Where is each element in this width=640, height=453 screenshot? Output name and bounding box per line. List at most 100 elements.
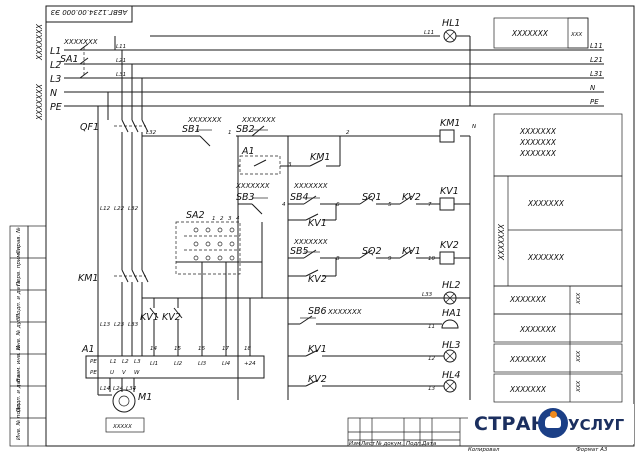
stamp-2: Подп. и дата xyxy=(16,374,22,412)
a1-l3: L3 xyxy=(134,359,141,365)
sa2-selector xyxy=(175,221,263,298)
node-4: 4 xyxy=(282,202,286,208)
side-stamp: Инв. № подл. Подп. и дата Взам. инв. № И… xyxy=(9,225,47,447)
bus-label-l21: L21 xyxy=(590,56,603,64)
legend-2: XXXXXXX xyxy=(527,199,565,208)
stamp-5: Подп. и дата xyxy=(16,280,22,318)
title-block xyxy=(347,417,635,447)
tb-izm: Изм xyxy=(349,441,360,447)
wire-l31: L31 xyxy=(116,72,126,78)
wire-l34: L34 xyxy=(126,386,137,392)
tb-list: Лист xyxy=(360,441,376,447)
a1-li1: LI1 xyxy=(150,361,158,367)
stamp-3: Взам. инв. № xyxy=(16,344,22,382)
node-7: 7 xyxy=(428,202,432,208)
bus-label-l31: L31 xyxy=(590,70,603,78)
kv1-coil-label: KV1 xyxy=(440,186,459,197)
control-rails xyxy=(142,135,471,400)
sa2-pin2: 2 xyxy=(220,216,224,222)
sa1-label: SA1 xyxy=(60,54,79,65)
legend-4s: XXX xyxy=(576,292,582,305)
ha1-label: HA1 xyxy=(442,308,462,319)
sb5-label: SB5 xyxy=(290,246,309,257)
stamp-1: Инв. № подл. xyxy=(16,402,22,440)
kv2-coil xyxy=(439,251,455,265)
m1-box xyxy=(105,417,145,433)
sq2-label: SQ2 xyxy=(362,246,382,257)
km1-coil-label: KM1 xyxy=(440,118,460,129)
hl1-wire: L11 xyxy=(424,30,434,36)
legend-6s: XXX xyxy=(576,350,582,363)
sb6-placeholder: XXXXXXX xyxy=(327,308,362,316)
wire-l12: L12 xyxy=(100,206,111,212)
tr-box-text: XXXXXXX xyxy=(511,29,549,38)
sa2-label: SA2 xyxy=(186,210,205,221)
m1-motor xyxy=(112,389,136,413)
kv1-contact-a1: KV1 xyxy=(140,312,159,323)
hl3-label: HL3 xyxy=(442,340,460,351)
a1-u: U xyxy=(110,370,114,376)
wire-l32: L32 xyxy=(128,206,139,212)
sb4-placeholder: XXXXXXX xyxy=(293,182,328,190)
wire-l23: L23 xyxy=(114,322,125,328)
m1-label: M1 xyxy=(138,392,152,403)
wire-l22: L22 xyxy=(114,206,125,212)
sb3-label: SB3 xyxy=(236,192,255,203)
bus-label-pe: PE xyxy=(590,98,599,106)
legend-7: XXXXXXX xyxy=(509,385,547,394)
bus-pe: PE xyxy=(50,102,62,113)
legend-1a: XXXXXXX xyxy=(519,127,557,136)
a1-contact-label: A1 xyxy=(241,146,255,157)
power-wires xyxy=(97,50,149,395)
m1-box-text: XXXXX xyxy=(112,424,132,430)
bus-l2: L2 xyxy=(50,60,61,71)
hl4-label: HL4 xyxy=(442,370,460,381)
hl3-lamp xyxy=(443,349,457,363)
legend-5: XXXXXXX xyxy=(519,325,557,334)
tb-doc: № докум. xyxy=(375,441,403,447)
hl2-label: HL2 xyxy=(442,280,460,291)
kv1-hold-label: KV1 xyxy=(308,218,327,229)
bus-l1: L1 xyxy=(50,46,61,57)
sa1-placeholder: XXXXXXX xyxy=(63,38,98,46)
node-8: 8 xyxy=(336,256,340,262)
ha1-horn xyxy=(441,319,459,329)
a1-pe: PE xyxy=(90,359,97,365)
hl2-lamp xyxy=(443,291,457,305)
node-2: 2 xyxy=(346,130,350,136)
doc-code: АБВГ.1234.00.000 ЭЗ xyxy=(50,8,128,16)
busbars xyxy=(64,35,604,107)
left-placeholder-2: XXXXXXX xyxy=(35,23,44,61)
bus-n: N xyxy=(50,88,57,99)
sb1-placeholder: XXXXXXX xyxy=(187,116,222,124)
a1-li3: LI3 xyxy=(198,361,207,367)
a1-pe2: PE xyxy=(90,370,97,376)
a1-v: V xyxy=(122,370,127,376)
tb-copied: Копировал xyxy=(468,447,500,453)
legend-1b: XXXXXXX xyxy=(519,138,557,147)
sb4-label: SB4 xyxy=(290,192,309,203)
bus-label-l11: L11 xyxy=(590,42,603,50)
hand-shape xyxy=(545,416,561,428)
tb-podp: Подп. xyxy=(406,441,423,447)
node-11: 11 xyxy=(428,324,435,330)
legend-7s: XXX xyxy=(576,380,582,393)
km1-hold-label: KM1 xyxy=(310,152,330,163)
sa2-pin1: 1 xyxy=(212,216,216,222)
a1-drive xyxy=(85,355,265,379)
legend-vert: XXXXXXX xyxy=(497,223,506,261)
a1-w: W xyxy=(134,370,140,376)
node-10: 10 xyxy=(428,256,435,262)
node-9: 9 xyxy=(388,256,392,262)
node-13: 13 xyxy=(428,386,435,392)
sb5-placeholder: XXXXXXX xyxy=(293,238,328,246)
legend-3: XXXXXXX xyxy=(527,253,565,262)
n-label: N xyxy=(472,124,476,130)
kv2-contact-a1: KV2 xyxy=(162,312,181,323)
kv2-hold-label: KV2 xyxy=(308,274,327,285)
a1-li2: LI2 xyxy=(174,361,183,367)
stamp-4: Инв. № дубл. xyxy=(16,312,22,350)
hl1-label: HL1 xyxy=(442,18,460,29)
